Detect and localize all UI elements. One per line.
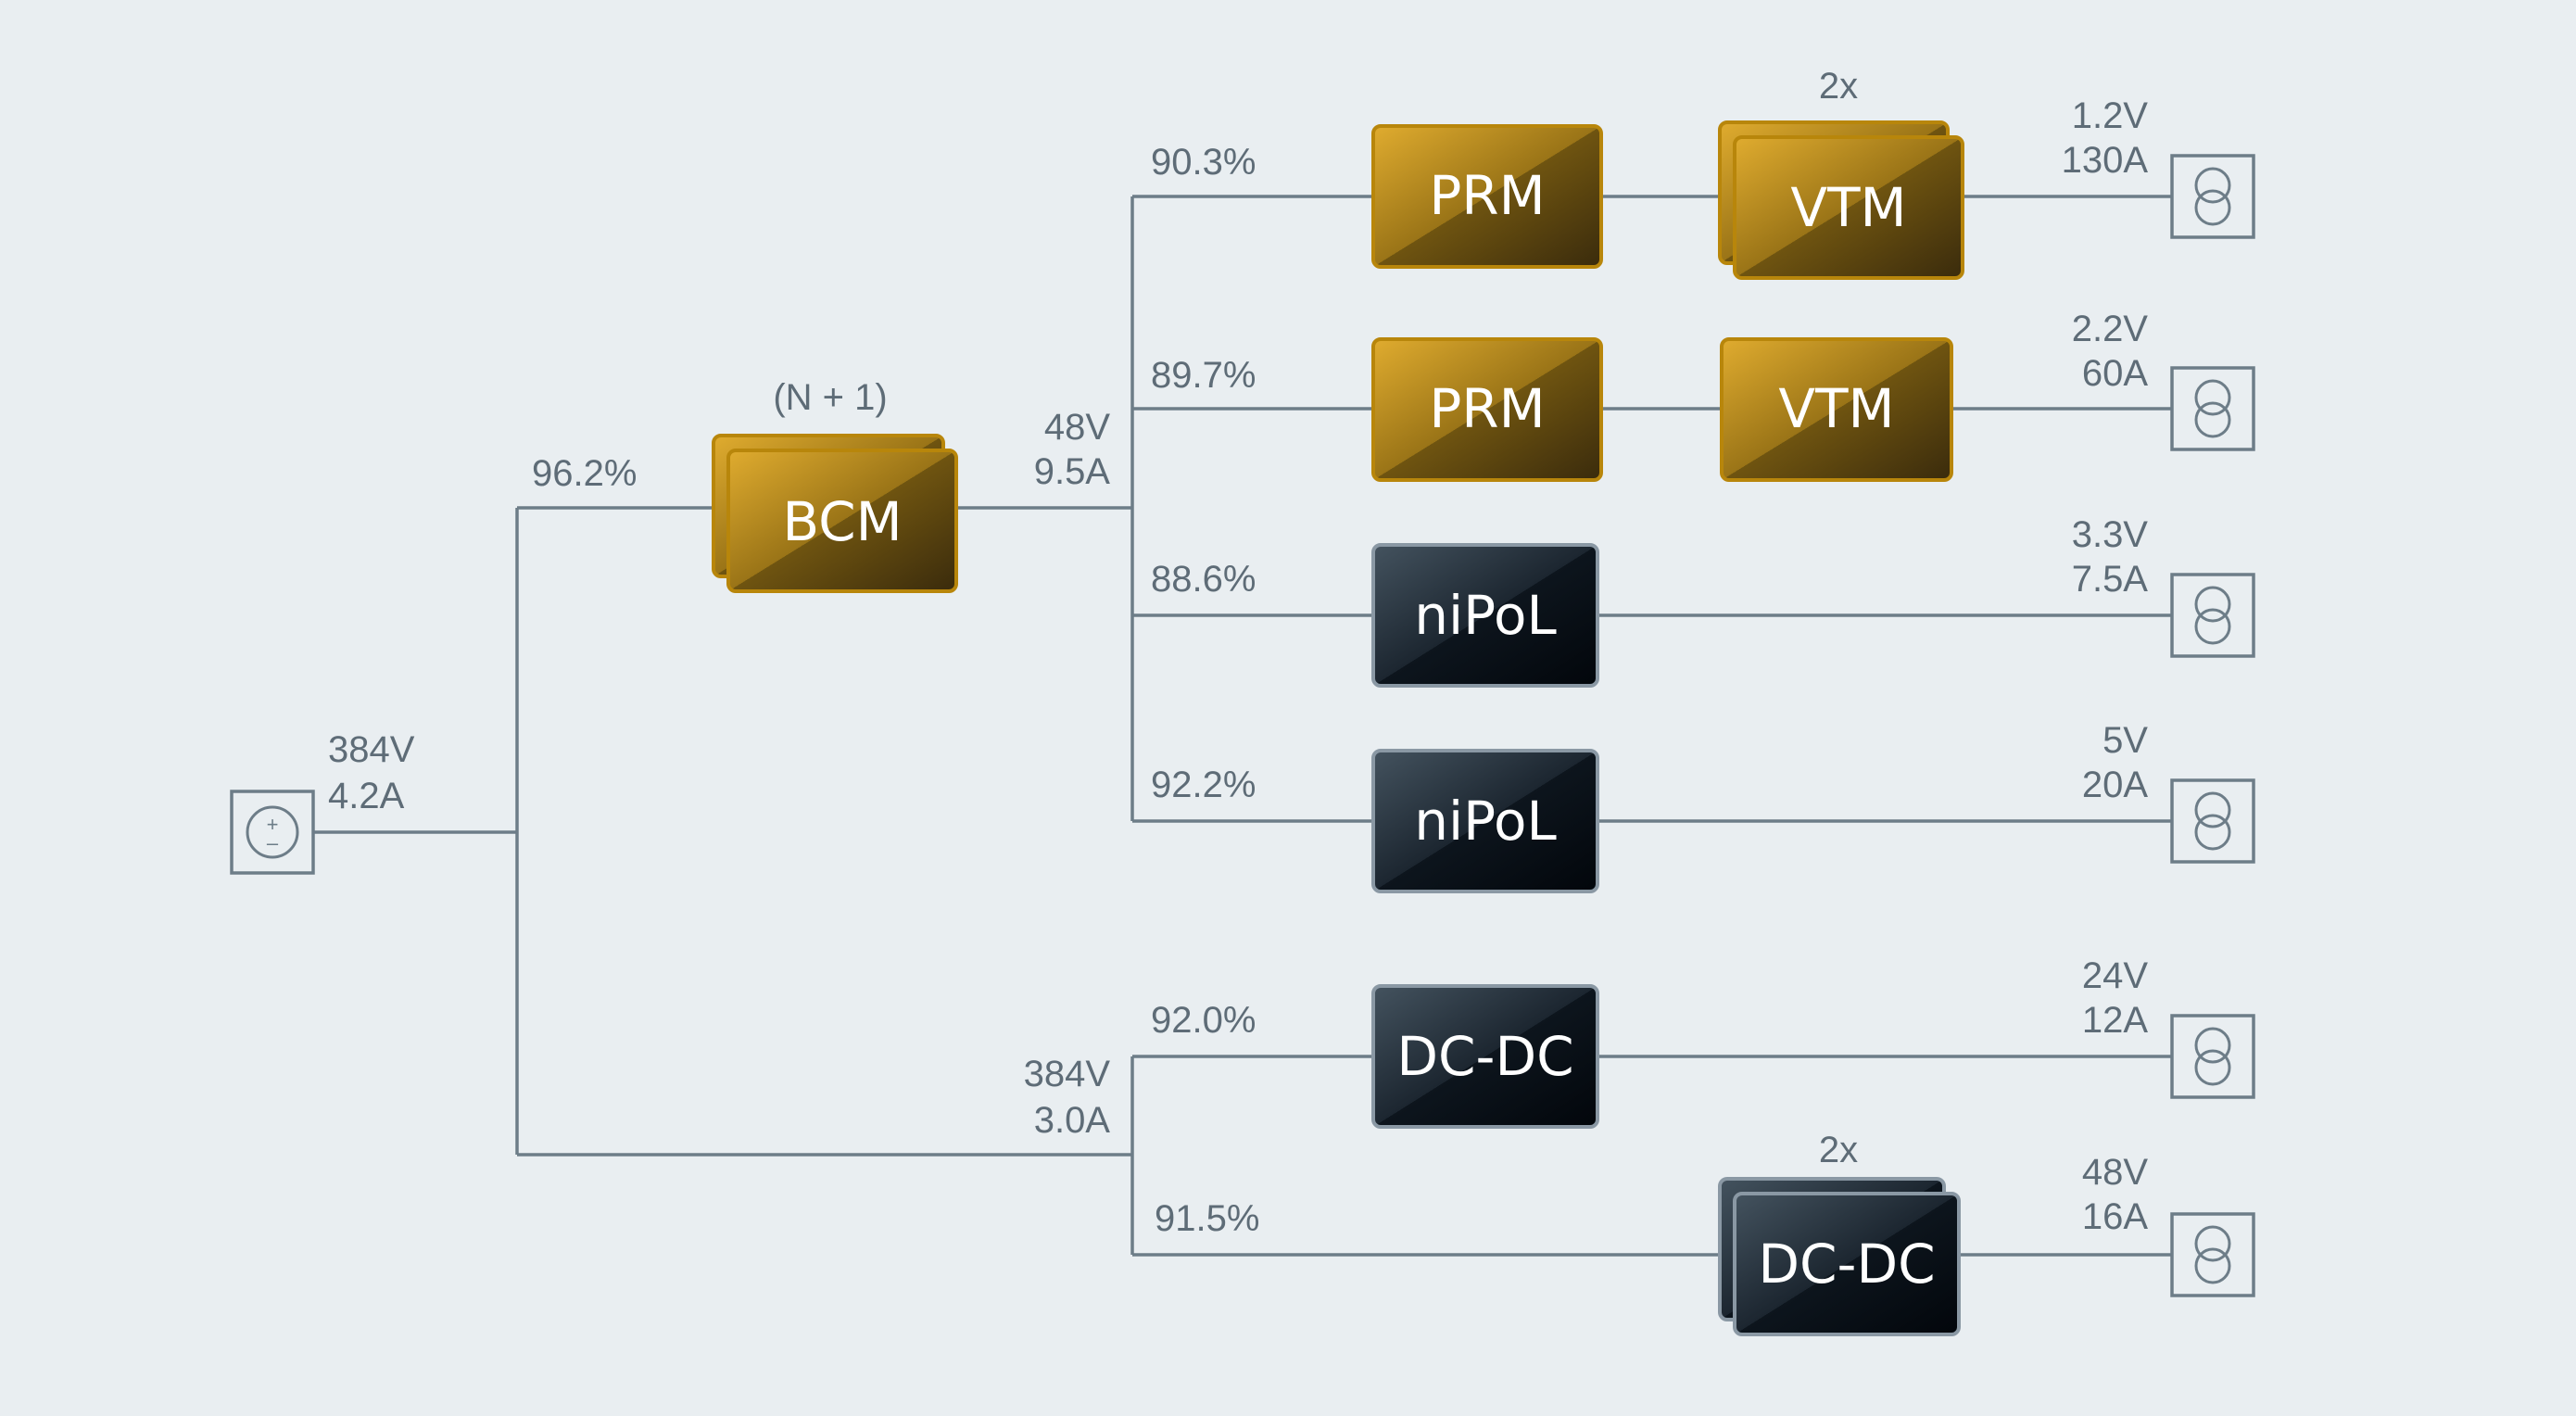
dcdc-bus-current: 3.0A [1034,1100,1111,1141]
rail4-current: 20A [2082,765,2148,805]
minus-icon: – [267,831,279,854]
bcm-efficiency: 96.2% [532,453,637,494]
rail3-voltage: 3.3V [2072,514,2149,555]
rail6-current: 16A [2082,1196,2148,1237]
plus-icon: + [267,813,279,836]
rail1-efficiency: 90.3% [1151,142,1256,183]
rail4-load-icon [2170,778,2255,864]
rail5-load-icon [2170,1014,2255,1099]
rail6-load-icon [2170,1212,2255,1297]
svg-text:niPoL: niPoL [1414,790,1557,853]
rail3-current: 7.5A [2072,559,2149,600]
rail5-current: 12A [2082,1000,2148,1041]
rail1-load-icon [2170,154,2255,239]
rail2-load-icon [2170,366,2255,451]
rail1-current: 130A [2062,140,2149,181]
rail5-efficiency: 92.0% [1151,1000,1256,1041]
bcm-label: BCM [782,490,902,553]
source-voltage: 384V [328,729,415,770]
svg-text:PRM: PRM [1429,377,1545,440]
dcdc-bus-voltage: 384V [1024,1054,1111,1094]
svg-text:DC-DC: DC-DC [1758,1233,1935,1296]
rail1-vtm-module: VTM [1718,120,1964,280]
bcm-out-current: 9.5A [1034,451,1111,492]
rail4-voltage: 5V [2102,720,2148,761]
rail1-voltage: 1.2V [2072,95,2149,136]
rail2-voltage: 2.2V [2072,309,2149,349]
svg-text:DC-DC: DC-DC [1396,1025,1573,1088]
rail3-load-icon [2170,573,2255,658]
bcm-module: BCM [712,434,958,593]
svg-text:PRM: PRM [1429,164,1545,227]
rail2-prm-module: PRM [1371,337,1603,482]
rail6-voltage: 48V [2082,1152,2148,1193]
svg-text:VTM: VTM [1778,377,1894,440]
svg-text:niPoL: niPoL [1414,584,1557,647]
wires [313,195,2172,1257]
source-current: 4.2A [328,776,405,816]
rail6-efficiency: 91.5% [1155,1198,1259,1239]
rail5-voltage: 24V [2082,955,2148,996]
bcm-out-voltage: 48V [1044,407,1110,448]
rail4-nipol-module: niPoL [1371,749,1599,893]
rail6-dcdc-module: DC-DC [1718,1177,1961,1336]
rail2-current: 60A [2082,353,2148,394]
rail2-efficiency: 89.7% [1151,355,1256,396]
rail6-multiplier: 2x [1819,1130,1858,1170]
rail1-prm-module: PRM [1371,124,1603,269]
bcm-redundancy: (N + 1) [773,377,887,418]
rail3-efficiency: 88.6% [1151,559,1256,600]
rail3-nipol-module: niPoL [1371,543,1599,688]
svg-text:VTM: VTM [1790,176,1906,239]
rail1-multiplier: 2x [1819,66,1858,107]
rail4-efficiency: 92.2% [1151,765,1256,805]
source-symbol: + – [230,790,315,875]
rail5-dcdc-module: DC-DC [1371,984,1599,1129]
rail2-vtm-module: VTM [1720,337,1953,482]
